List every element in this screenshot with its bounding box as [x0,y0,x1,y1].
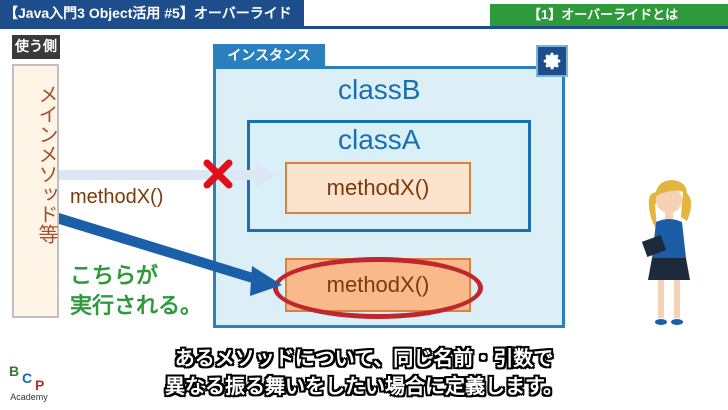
subtitle-line1: あるメソッドについて、同じ名前・引数で [174,346,554,370]
subtitle: あるメソッドについて、同じ名前・引数で 異なる振る舞いをしたい場合に定義します。 [0,344,728,400]
academy-logo-text: Academy [10,392,48,402]
executed-note-line2: 実行される。 [70,294,203,319]
settings-button[interactable] [536,45,568,77]
section-title: 【1】オーバーライドとは [490,4,728,26]
svg-text:B: B [9,363,19,379]
academy-logo: B C P [9,363,44,393]
svg-text:C: C [22,370,32,386]
gear-icon [543,52,561,70]
highlight-ring [273,257,483,319]
presenter-illustration [641,180,692,325]
user-side-box [12,64,59,318]
user-side-text: メインメソッド等 [35,84,59,244]
classB-label: classB [338,74,421,105]
method-call-label: methodX() [70,186,164,208]
user-side-label: 使う側 [12,35,60,59]
instance-tab: インスタンス [213,44,325,68]
executed-note: こちらが 実行される。 [70,262,202,322]
svg-text:P: P [35,377,44,393]
header-divider [0,26,728,29]
lesson-title: 【Java入門3 Object活用 #5】オーバーライド [0,0,304,26]
subtitle-line2: 異なる振る舞いをしたい場合に定義します。 [165,374,563,398]
classA-method: methodX() [285,162,471,214]
executed-note-line1: こちらが [70,264,159,289]
classA-label: classA [338,124,421,155]
